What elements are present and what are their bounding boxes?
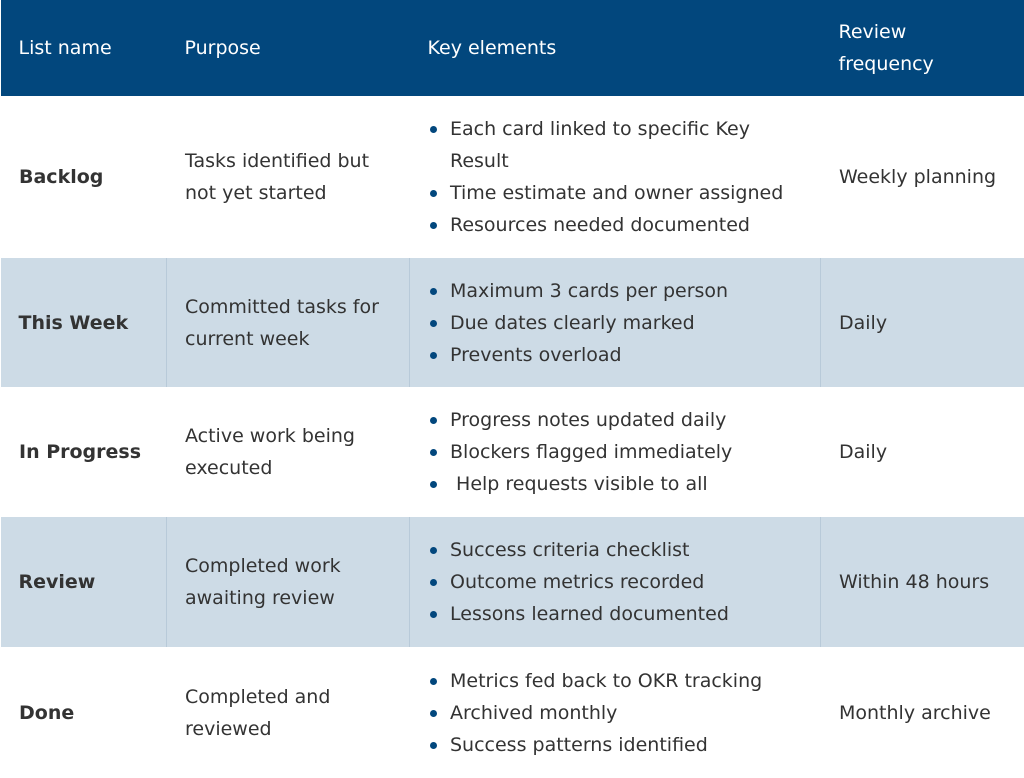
bullet-icon [430, 351, 437, 359]
header-row: List name Purpose Key elements Review fr… [0, 0, 1024, 96]
bullet-icon [430, 611, 437, 618]
list-item: Archived monthly [428, 697, 804, 729]
list-item-text: Time estimate and owner assigned [450, 182, 784, 204]
purpose: Completed work awaiting review [166, 517, 410, 647]
list-item: Outcome metrics recorded [428, 566, 804, 598]
header-review-frequency: Review frequency [820, 0, 1024, 96]
table-row: This Week Committed tasks for current we… [0, 258, 1024, 387]
list-item: Metrics fed back to OKR tracking [428, 665, 804, 697]
list-item-text: Success criteria checklist [450, 539, 690, 561]
list-item-text: Outcome metrics recorded [450, 571, 705, 593]
list-item: Prevents overload [428, 339, 804, 371]
list-item: Each card linked to specific Key Result [428, 113, 804, 177]
list-item-text: Resources needed documented [450, 214, 750, 236]
list-item: Maximum 3 cards per person [428, 275, 804, 307]
list-item: Success patterns identified [428, 729, 804, 761]
list-item-text: Lessons learned documented [450, 603, 729, 625]
purpose: Active work being executed [185, 425, 355, 479]
purpose: Completed and reviewed [185, 685, 331, 740]
list-item: Due dates clearly marked [428, 307, 804, 339]
list-item-text: Due dates clearly marked [450, 311, 695, 334]
review-frequency: Monthly archive [839, 701, 991, 724]
header-list-name: List name [0, 0, 167, 96]
header-key-elements: Key elements [409, 0, 821, 96]
bullet-icon [430, 741, 437, 749]
bullet-icon [430, 449, 437, 456]
list-name: Review [0, 517, 167, 647]
bullet-icon [430, 222, 437, 229]
bullet-icon [430, 481, 437, 488]
list-item-text: Progress notes updated daily [450, 409, 727, 431]
bullet-icon [430, 190, 437, 197]
review-frequency: Within 48 hours [820, 517, 1024, 647]
list-item-text: Each card linked to specific Key Result [450, 118, 756, 172]
list-item: Help requests visible to all [428, 468, 804, 500]
list-item: Success criteria checklist [428, 534, 804, 566]
bullet-icon [430, 417, 437, 424]
list-item: Progress notes updated daily [428, 404, 804, 436]
list-item: Resources needed documented [428, 209, 804, 241]
bullet-icon [430, 287, 437, 295]
list-item-text: Success patterns identified [450, 733, 708, 756]
review-frequency: Daily [839, 441, 888, 463]
bullet-icon [430, 547, 437, 554]
table-row: Review Completed work awaiting review Su… [0, 517, 1024, 647]
table-row: Backlog Tasks identified but not yet sta… [1, 96, 1024, 258]
list-item: Time estimate and owner assigned [428, 177, 804, 209]
purpose: Tasks identified but not yet started [185, 150, 370, 204]
bullet-icon [430, 709, 437, 717]
bullet-icon [430, 579, 437, 586]
list-item-text: Blockers flagged immediately [450, 441, 733, 463]
list-item-text: Help requests visible to all [450, 473, 708, 495]
list-item: Blockers flagged immediately [428, 436, 804, 468]
bullet-icon [430, 677, 437, 685]
purpose: Committed tasks for current week [166, 258, 410, 387]
list-name: This Week [0, 258, 167, 387]
list-item-text: Maximum 3 cards per person [450, 279, 729, 302]
list-item-text: Prevents overload [450, 343, 622, 366]
list-name: Backlog [19, 166, 104, 188]
list-name: Done [19, 701, 75, 724]
table-row: In Progress Active work being executed P… [1, 387, 1024, 517]
bullet-icon [430, 319, 437, 327]
list-item-text: Metrics fed back to OKR tracking [450, 669, 763, 692]
review-frequency: Daily [820, 258, 1024, 387]
bullet-icon [430, 126, 437, 133]
review-frequency: Weekly planning [839, 166, 997, 188]
list-item: Lessons learned documented [428, 598, 804, 630]
list-name: In Progress [19, 441, 142, 463]
header-purpose: Purpose [166, 0, 410, 96]
table-row: Done Completed and reviewed Metrics fed … [1, 647, 1024, 778]
list-item-text: Archived monthly [450, 701, 618, 724]
